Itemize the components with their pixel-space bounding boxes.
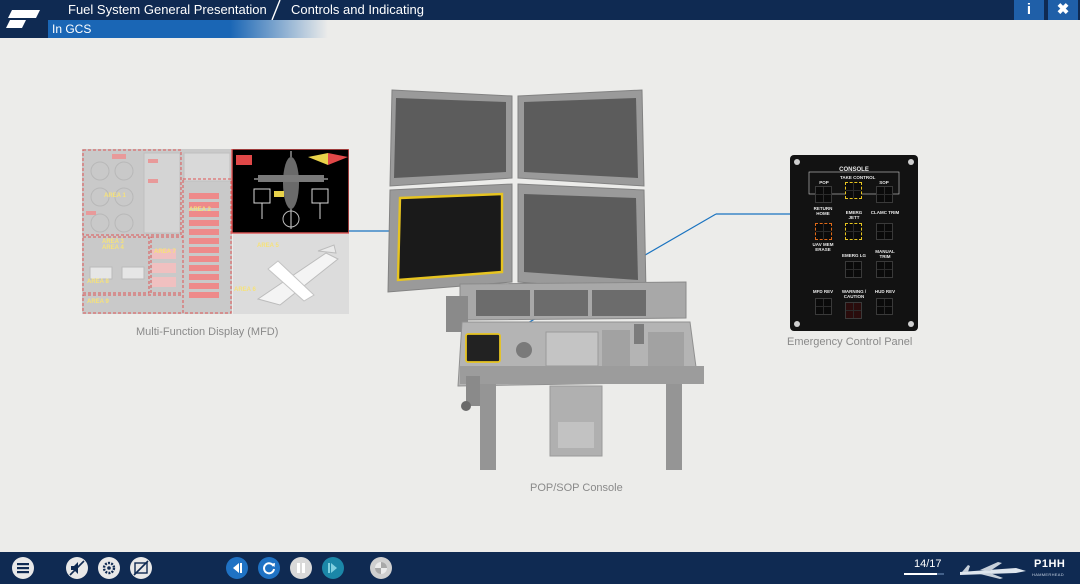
mfd-display: AREA 1 AREA 2 AREA 3 AREA 4 AREA 5 AREA …	[82, 149, 349, 314]
ecp-caption: Emergency Control Panel	[787, 336, 913, 348]
ecp-uav-mem-erase-label: UAV MEM ERASE	[812, 242, 834, 252]
mfd-area-label: AREA 8	[87, 279, 109, 285]
ecp-mfd-rev-label: MFD REV	[812, 289, 834, 294]
ecp-pop-key[interactable]	[815, 186, 832, 203]
next-icon	[328, 563, 337, 573]
page-counter: 14/17	[914, 558, 942, 570]
glossary-button[interactable]	[370, 557, 392, 579]
settings-button[interactable]	[98, 557, 120, 579]
ecp-emerg-jett-label: EMERG JETT	[845, 210, 863, 220]
subsection-title: In GCS	[52, 22, 92, 36]
title-separator	[271, 0, 281, 20]
ecp-take-control-key[interactable]	[845, 182, 862, 199]
subtitles-button[interactable]	[130, 557, 152, 579]
mfd-caption: Multi-Function Display (MFD)	[136, 326, 279, 338]
ecp-hud-rev-key[interactable]	[876, 298, 893, 315]
ecp-mfd-rev-key[interactable]	[815, 298, 832, 315]
mfd-area-label: AREA 7	[154, 249, 176, 255]
page-progress-fill	[904, 573, 937, 575]
ecp-manual-trim-key[interactable]	[876, 261, 893, 278]
brand-logo: P1HH	[1034, 558, 1066, 570]
close-button[interactable]: ✖	[1048, 0, 1078, 20]
subtitles-off-icon	[133, 560, 149, 576]
ecp-return-home-label: RETURN HOME	[813, 206, 833, 216]
pause-icon	[297, 563, 305, 573]
mfd-highlight	[396, 192, 504, 282]
ecp-manual-trim-label: MANUAL TRIM	[875, 249, 895, 259]
compass-icon	[375, 562, 387, 574]
previous-button[interactable]	[226, 557, 248, 579]
subsection-bar: In GCS	[48, 20, 328, 38]
info-icon: i	[1026, 1, 1032, 18]
ecp-warning-caution-label: WARNING / CAUTION	[841, 289, 867, 299]
emergency-control-panel: CONSOLE TAKE CONTROL POP SOP RETURN HOME…	[790, 155, 918, 331]
mfd-area-label: AREA 6	[234, 287, 256, 293]
console-caption: POP/SOP Console	[530, 482, 623, 494]
ecp-highlight	[465, 333, 501, 363]
ecp-emerg-jett-key[interactable]	[845, 223, 862, 240]
ecp-hud-rev-label: HUD REV	[874, 289, 896, 294]
close-icon: ✖	[1056, 1, 1070, 18]
pause-button[interactable]	[290, 557, 312, 579]
logo-icon	[6, 10, 40, 28]
ecp-pop-label: POP	[819, 180, 829, 185]
replay-icon	[263, 562, 275, 575]
mfd-area-label: AREA 1	[104, 193, 126, 199]
info-button[interactable]: i	[1014, 0, 1044, 20]
previous-icon	[233, 563, 242, 573]
next-button[interactable]	[322, 557, 344, 579]
replay-button[interactable]	[258, 557, 280, 579]
mute-button[interactable]	[66, 557, 88, 579]
ecp-emerg-lg-label: EMERG LG	[841, 253, 866, 258]
ecp-emerg-lg-key[interactable]	[845, 261, 862, 278]
brand-subtitle: HAMMERHEAD	[1032, 572, 1064, 577]
ecp-screws	[794, 159, 914, 327]
menu-icon	[17, 563, 29, 574]
mfd-area-label: AREA 5	[257, 243, 279, 249]
mfd-area-label: AREA 2	[189, 207, 211, 213]
presentation-title: Fuel System General Presentation	[68, 2, 267, 17]
console-illustration	[387, 89, 704, 470]
ecp-title: CONSOLE	[839, 167, 869, 173]
ecp-sop-label: SOP	[879, 180, 889, 185]
top-bar	[0, 0, 1080, 20]
mfd-area-label: AREA 9	[87, 299, 109, 305]
speaker-mute-icon	[69, 560, 85, 576]
ecp-warning-caution-key[interactable]	[845, 302, 862, 319]
mfd-area-label: AREA 4	[102, 245, 124, 251]
ecp-return-home-key[interactable]	[815, 223, 832, 240]
gear-icon	[102, 561, 116, 575]
section-title: Controls and Indicating	[291, 2, 424, 17]
aircraft-thumbnail	[960, 562, 1026, 579]
bottom-toolbar: 14/17 P1HH HAMMERHEAD	[0, 552, 1080, 584]
ecp-clamc-trim-label: CLAMC TRIM	[870, 210, 900, 215]
ecp-sop-key[interactable]	[876, 186, 893, 203]
mfd-area-label: AREA 3	[102, 239, 124, 245]
menu-button[interactable]	[12, 557, 34, 579]
app-logo	[0, 0, 48, 38]
ecp-clamc-trim-key[interactable]	[876, 223, 893, 240]
ecp-take-control-label: TAKE CONTROL	[840, 175, 876, 180]
